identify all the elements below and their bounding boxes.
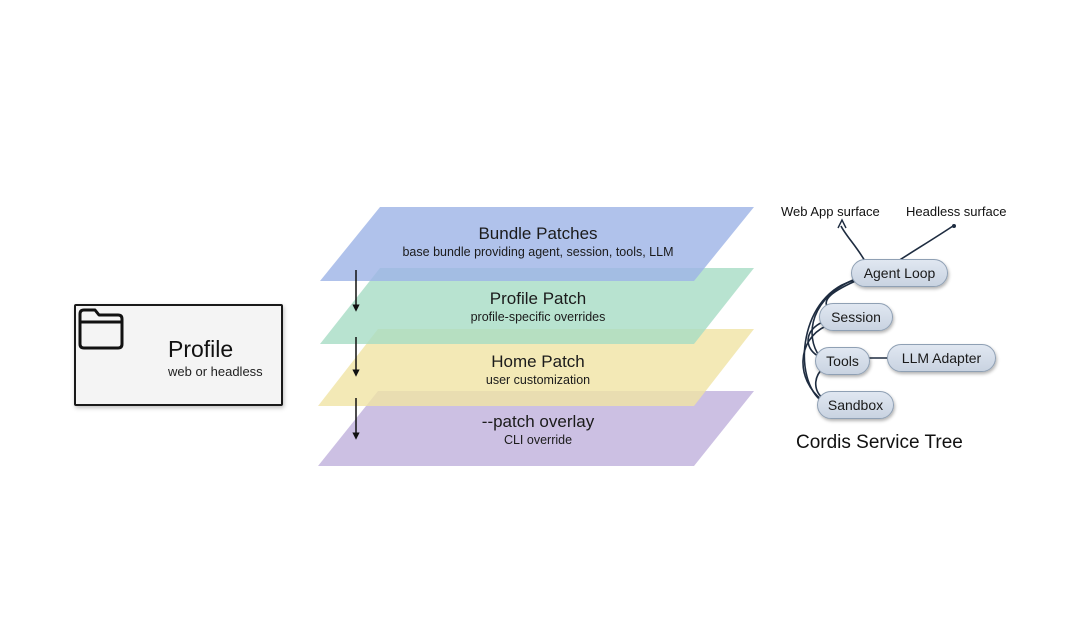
agent-loop-node: Agent Loop [851, 259, 948, 287]
service-tree-title: Cordis Service Tree [796, 432, 963, 453]
surface-dot-icon [952, 224, 956, 228]
sandbox-node: Sandbox [817, 391, 894, 419]
layer-home-patch [318, 329, 754, 406]
layer-title: Bundle Patches [478, 224, 598, 243]
headless-surface-label: Headless surface [906, 204, 1007, 219]
surface-arrow-icon [837, 218, 847, 229]
llm-adapter-node: LLM Adapter [887, 344, 996, 372]
session-node: Session [819, 303, 893, 331]
layer-patch-overlay-label: --patch overlay CLI override [368, 412, 708, 448]
layer-bundle-patches-label: Bundle Patches base bundle providing age… [368, 224, 708, 260]
layer-title: Home Patch [491, 352, 585, 371]
profile-subtitle: web or headless [168, 364, 263, 379]
layer-subtitle: profile-specific overrides [470, 310, 606, 324]
profile-title: Profile [168, 336, 234, 362]
profile-card: Profile web or headless [74, 304, 283, 406]
layer-subtitle: user customization [485, 373, 591, 387]
layer-home-patch-label: Home Patch user customization [368, 352, 708, 388]
tools-node: Tools [815, 347, 870, 375]
layer-subtitle: CLI override [503, 433, 573, 447]
layer-subtitle: base bundle providing agent, session, to… [402, 245, 674, 259]
layer-patch-overlay [318, 391, 754, 466]
layer-profile-patch [320, 268, 754, 344]
layer-bundle-patches [320, 207, 754, 281]
folder-icon [78, 308, 124, 350]
layer-title: --patch overlay [481, 412, 595, 431]
layer-title: Profile Patch [489, 289, 587, 308]
layer-profile-patch-label: Profile Patch profile-specific overrides [368, 289, 708, 325]
web-app-surface-label: Web App surface [781, 204, 880, 219]
